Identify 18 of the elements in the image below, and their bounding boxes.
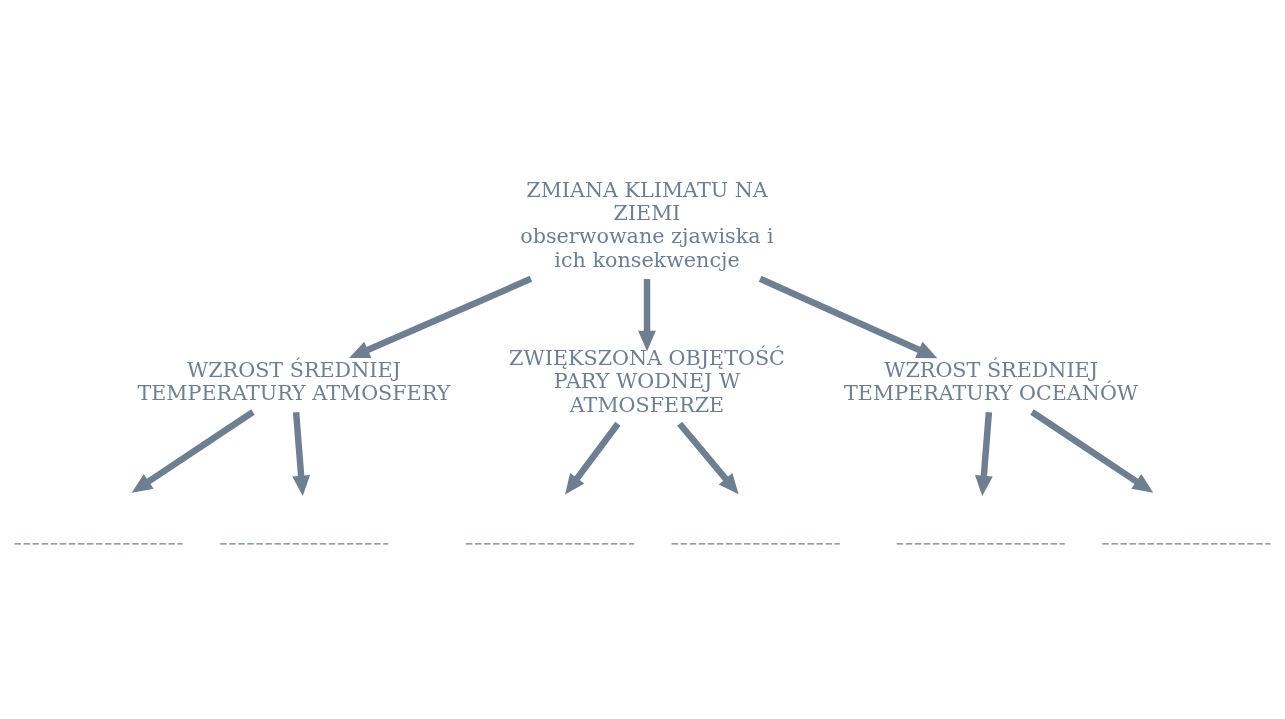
node-line — [896, 543, 1066, 545]
arrow — [758, 275, 938, 359]
node-line — [219, 543, 389, 545]
node-line — [13, 543, 184, 545]
node-text: ZMIANA KLIMATU NA ZIEMI obserwowane zjawiska i ich konsekwencje — [520, 177, 774, 272]
arrow — [1030, 409, 1154, 493]
arrow — [565, 421, 621, 495]
node-line — [1101, 543, 1272, 545]
arrow — [292, 412, 311, 497]
node-line — [670, 543, 841, 545]
node-text: WZROST ŚREDNIEJ TEMPERATURY ATMOSFERY — [137, 357, 451, 405]
node-line — [465, 543, 635, 545]
arrow — [974, 412, 993, 497]
arrow — [349, 275, 533, 359]
node-text: ZWIĘKSZONA OBJĘTOŚĆ PARY WODNEJ W ATMOSFERZE — [509, 346, 785, 417]
arrow — [677, 421, 739, 495]
arrow — [131, 409, 255, 493]
node-text: WZROST ŚREDNIEJ TEMPERATURY OCEANÓW — [844, 357, 1139, 405]
